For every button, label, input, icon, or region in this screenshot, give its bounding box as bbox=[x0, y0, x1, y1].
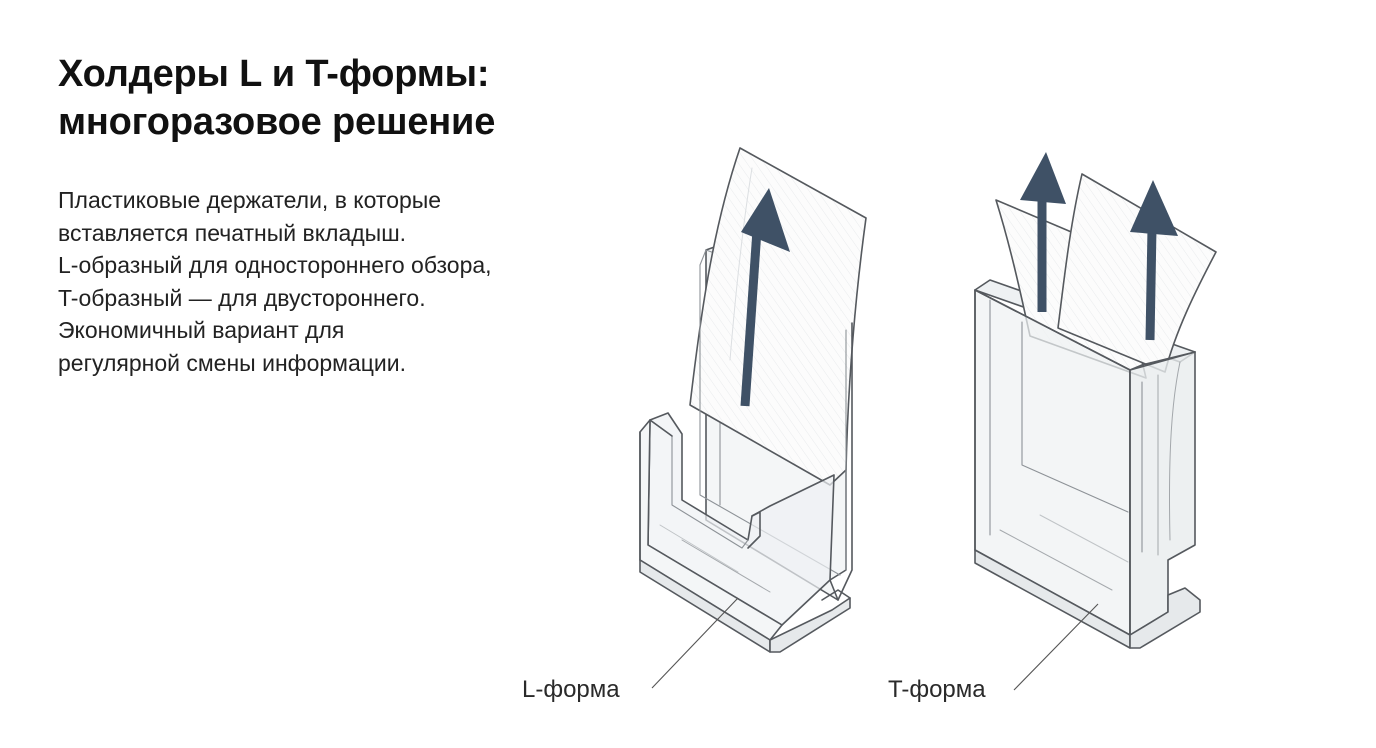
t-form-paper-right bbox=[1057, 173, 1217, 373]
t-form-holder bbox=[974, 173, 1217, 649]
l-form-arrow-icon bbox=[740, 188, 790, 407]
l-form-holder bbox=[639, 147, 867, 653]
l-form-leader-line bbox=[651, 597, 739, 689]
title-line-1: Холдеры L и T-формы: bbox=[58, 53, 490, 95]
description-line-1: Пластиковые держатели, в которые bbox=[58, 187, 442, 213]
description-line-2: вставляется печатный вкладыш. bbox=[58, 219, 407, 246]
t-form-label: T-форма bbox=[888, 676, 986, 703]
t-form-leader-line bbox=[1013, 603, 1099, 691]
description-line-5: Экономичный вариант для bbox=[58, 317, 345, 343]
description-line-6: регулярной смены информации. bbox=[58, 349, 407, 376]
description-line-4: T-образный — для двустороннего. bbox=[58, 284, 426, 311]
t-form-arrow-right-icon bbox=[1130, 180, 1178, 341]
t-form-arrow-left-icon bbox=[1020, 152, 1066, 312]
page-title: Холдеры L и T-формы: многоразовое решени… bbox=[58, 50, 678, 146]
l-form-foot bbox=[769, 597, 851, 653]
description-line-3: L-образный для одностороннего обзора, bbox=[58, 252, 492, 278]
l-form-label: L-форма bbox=[522, 676, 620, 703]
title-line-2: многоразовое решение bbox=[58, 101, 496, 143]
description: Пластиковые держатели, в которые вставля… bbox=[58, 184, 618, 379]
t-form-foot bbox=[1129, 587, 1201, 649]
